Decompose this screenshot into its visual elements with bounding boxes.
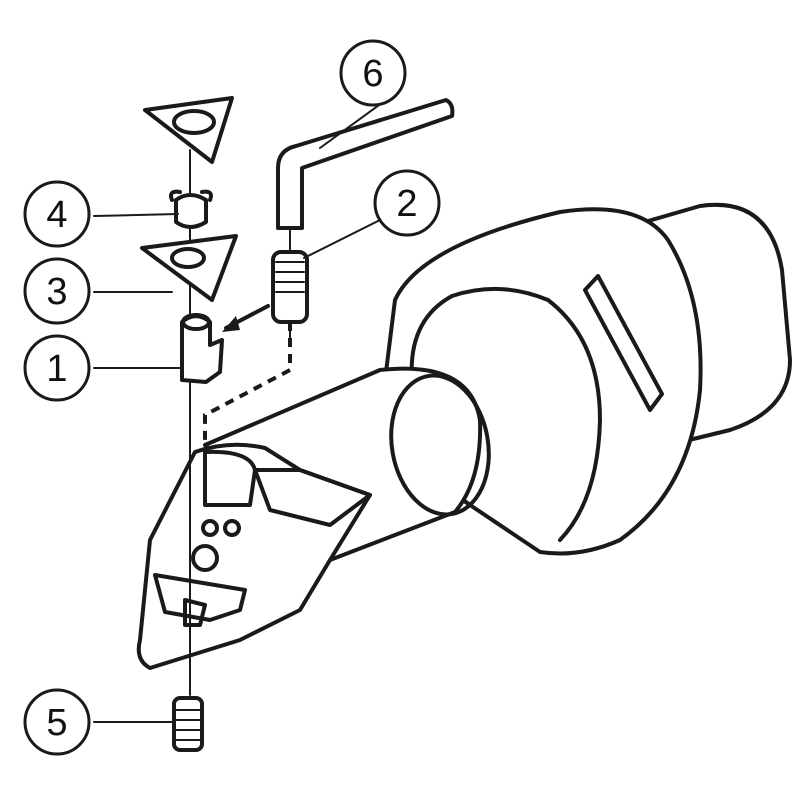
shim-screw — [172, 696, 204, 752]
callout-5: 5 — [23, 688, 91, 756]
callout-2: 2 — [373, 169, 441, 237]
tool-holder-shank — [136, 202, 792, 670]
shim-plate — [140, 234, 238, 302]
callout-3-label: 3 — [46, 271, 67, 313]
callout-4: 4 — [23, 180, 91, 248]
callout-5-label: 5 — [46, 702, 67, 744]
callout-2-label: 2 — [396, 183, 417, 225]
cutting-insert — [143, 96, 234, 164]
clamp-screw — [271, 250, 309, 341]
clamp-pin — [180, 304, 270, 384]
hex-key — [276, 98, 455, 251]
callout-6: 6 — [339, 39, 407, 107]
spring-clip — [169, 189, 213, 229]
leader-lines — [93, 99, 387, 723]
callout-4-label: 4 — [46, 194, 67, 236]
callout-1-label: 1 — [46, 348, 67, 390]
callout-6-label: 6 — [362, 53, 383, 95]
callout-1: 1 — [23, 334, 91, 402]
callout-3: 3 — [23, 257, 91, 325]
